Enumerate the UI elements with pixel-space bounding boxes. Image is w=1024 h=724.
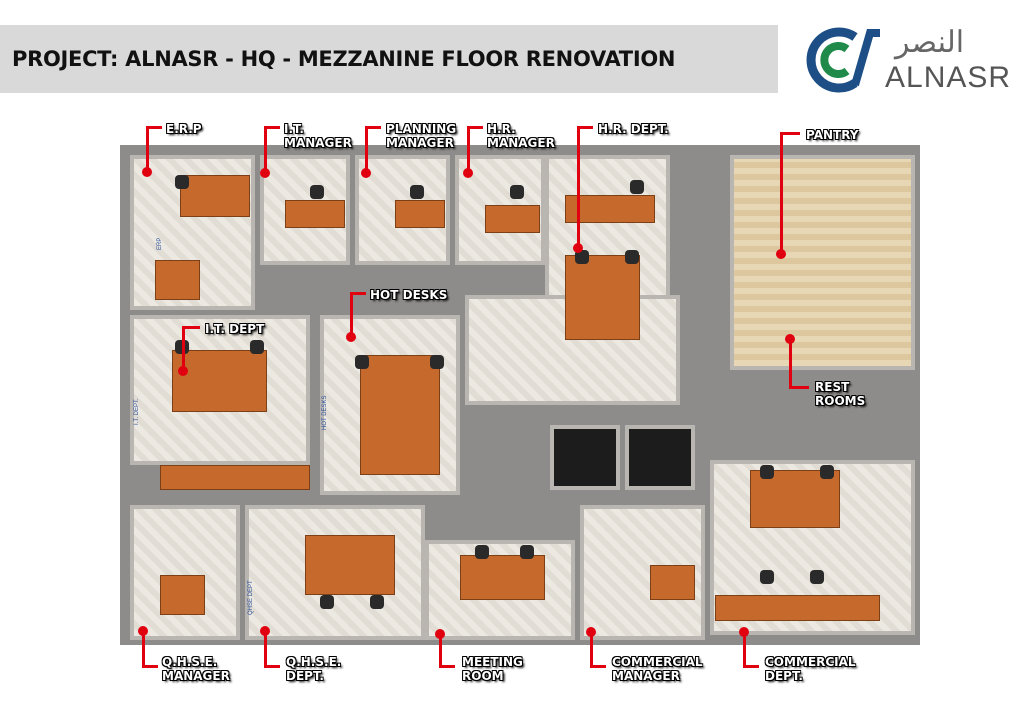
chair	[510, 185, 524, 199]
leader-line	[467, 126, 483, 129]
room-pantry-restrooms	[730, 155, 915, 370]
label-pantry: PANTRY	[806, 128, 859, 142]
callout-dot	[260, 168, 270, 178]
leader-line	[264, 126, 280, 129]
desk	[460, 555, 545, 600]
chair	[355, 355, 369, 369]
leader-line	[590, 665, 606, 668]
label-hr-dept: H.R. DEPT.	[598, 122, 669, 136]
leader-line	[780, 132, 800, 135]
chair	[320, 595, 334, 609]
callout-dot	[573, 243, 583, 253]
chair	[175, 175, 189, 189]
chair	[625, 250, 639, 264]
project-title: PROJECT: ALNASR - HQ - MEZZANINE FLOOR R…	[12, 47, 676, 71]
desk	[650, 565, 695, 600]
wall-sign-hot-desks: HOT DESKS	[322, 395, 328, 430]
wall-sign-erp: ERP	[157, 237, 163, 250]
chair	[310, 185, 324, 199]
leader-line	[264, 665, 280, 668]
desk	[395, 200, 445, 228]
chair	[410, 185, 424, 199]
leader-line	[350, 292, 366, 295]
leader-line	[789, 386, 809, 389]
leader-line	[264, 126, 267, 171]
desk	[715, 595, 880, 621]
leader-line	[146, 126, 162, 129]
wall-sign-it-dept: I.T. DEPT.	[134, 398, 140, 425]
chair	[810, 570, 824, 584]
desk	[180, 175, 250, 217]
room-qhse-manager	[130, 505, 240, 640]
desk	[565, 255, 640, 340]
desk	[160, 575, 205, 615]
label-qhse-dept: Q.H.S.E.DEPT.	[286, 655, 342, 683]
label-hot-desks: HOT DESKS	[370, 288, 448, 302]
logo-english: ALNASR	[885, 61, 1012, 94]
leader-line	[577, 126, 593, 129]
leader-line	[577, 126, 580, 246]
leader-line	[590, 631, 593, 667]
leader-line	[789, 338, 792, 388]
title-bar: PROJECT: ALNASR - HQ - MEZZANINE FLOOR R…	[0, 25, 778, 93]
leader-line	[264, 630, 267, 667]
leader-line	[439, 633, 442, 667]
leader-line	[142, 630, 145, 667]
leader-line	[743, 665, 759, 668]
callout-dot	[361, 168, 371, 178]
callout-dot	[776, 249, 786, 259]
chair	[575, 250, 589, 264]
label-hr-manager: H.R.MANAGER	[487, 122, 555, 150]
chair	[430, 355, 444, 369]
wall-sign-qhse-dept: QHSE DEPT	[248, 580, 254, 615]
desk	[172, 350, 267, 412]
floor-plan: ERP I.T. DEPT. HOT DESKS QHSE DEPT	[120, 145, 920, 645]
leader-line	[467, 126, 470, 171]
label-qhse-manager: Q.H.S.E.MANAGER	[162, 655, 230, 683]
chair	[475, 545, 489, 559]
label-it-dept: I.T. DEPT	[205, 322, 265, 336]
leader-line	[743, 631, 746, 667]
desk	[305, 535, 395, 595]
leader-line	[182, 326, 185, 369]
shaft	[550, 425, 620, 490]
shaft	[625, 425, 695, 490]
leader-line	[142, 665, 158, 668]
leader-line	[182, 326, 200, 329]
desk	[160, 465, 310, 490]
leader-line	[146, 126, 149, 171]
desk	[565, 195, 655, 223]
desk	[360, 355, 440, 475]
callout-dot	[346, 332, 356, 342]
chair	[250, 340, 264, 354]
label-erp: E.R.P	[166, 122, 202, 136]
chair	[370, 595, 384, 609]
callout-dot	[142, 167, 152, 177]
chair	[760, 465, 774, 479]
chair	[820, 465, 834, 479]
chair	[760, 570, 774, 584]
alnasr-logo: النصر ALNASR	[795, 25, 1015, 95]
leader-line	[365, 126, 368, 171]
desk	[485, 205, 540, 233]
desk	[155, 260, 200, 300]
label-it-manager: I.T.MANAGER	[284, 122, 352, 150]
leader-line	[365, 126, 381, 129]
desk	[750, 470, 840, 528]
callout-dot	[178, 366, 188, 376]
leader-line	[439, 665, 455, 668]
logo-arabic: النصر	[895, 26, 965, 59]
logo-mark-icon	[806, 27, 880, 93]
chair	[630, 180, 644, 194]
chair	[520, 545, 534, 559]
leader-line	[350, 292, 353, 335]
desk	[285, 200, 345, 228]
leader-line	[780, 132, 783, 252]
callout-dot	[463, 168, 473, 178]
